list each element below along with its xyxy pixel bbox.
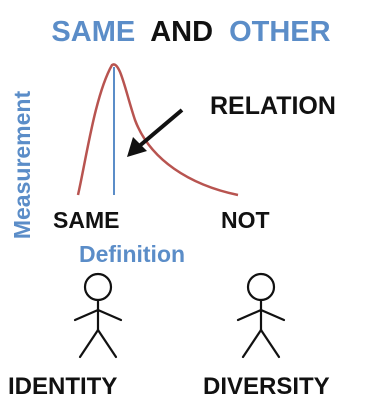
title-and: AND [150, 16, 213, 48]
diversity-stick-figure [236, 272, 286, 359]
identity-label: IDENTITY [8, 373, 117, 400]
relation-label: RELATION [210, 92, 336, 120]
diversity-label: DIVERSITY [203, 373, 330, 400]
y-axis-label: Measurement [9, 91, 35, 240]
not-label: NOT [221, 207, 270, 233]
same-label: SAME [53, 207, 119, 233]
diagram-title: SAME AND OTHER [51, 16, 330, 48]
title-same: SAME [51, 16, 135, 48]
relation-arrow [127, 108, 184, 157]
identity-stick-figure [73, 272, 123, 359]
x-axis-label: Definition [79, 241, 185, 267]
title-other: OTHER [229, 16, 331, 48]
relation-curve [76, 63, 239, 197]
